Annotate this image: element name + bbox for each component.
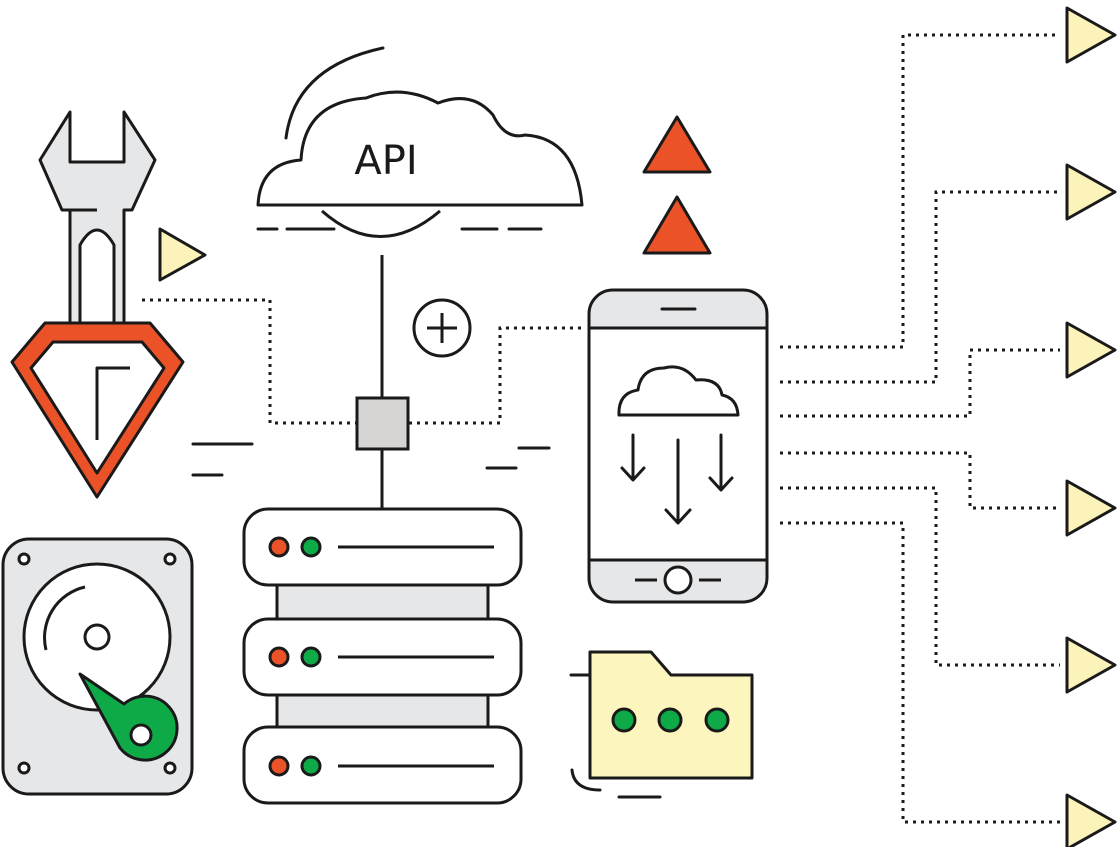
hard-drive-icon <box>1 537 194 796</box>
status-led-red <box>268 646 290 668</box>
arrow-play-icon <box>1065 793 1117 847</box>
link-hub-to-phone <box>409 326 584 425</box>
warning-triangle-icon <box>642 115 712 174</box>
status-led-green <box>300 646 322 668</box>
arrow-play-icon <box>1065 163 1117 221</box>
arrow-play-icon <box>1065 321 1117 379</box>
warning-triangle-icon <box>642 195 712 255</box>
motion-dashes <box>191 227 662 799</box>
link-phone-out-5 <box>780 486 1060 667</box>
status-led-red <box>268 755 290 777</box>
arrow-play-icon <box>158 227 207 282</box>
shield-icon <box>10 321 185 499</box>
link-shield-to-hub <box>142 298 357 425</box>
status-led-red <box>268 536 290 558</box>
link-phone-out-4 <box>780 451 1060 510</box>
link-phone-out-6 <box>780 521 1060 824</box>
link-phone-out-2 <box>780 190 1060 384</box>
folder-icon <box>570 650 754 792</box>
connector-node-icon <box>355 396 410 451</box>
phone-home-button <box>663 565 693 595</box>
output-arrows <box>158 6 1117 847</box>
arrow-play-icon <box>1065 6 1117 64</box>
status-led-green <box>300 755 322 777</box>
wrench-icon <box>38 110 157 332</box>
arrow-play-icon <box>1065 479 1117 537</box>
server-rack-icon <box>242 507 523 805</box>
api-label: API <box>354 138 417 184</box>
warning-triangles <box>642 115 712 255</box>
drive-arm <box>78 672 179 762</box>
dotted-connections <box>142 33 1060 824</box>
link-phone-out-1 <box>780 33 1060 349</box>
status-led-green <box>300 536 322 558</box>
api-cloud-icon: API <box>256 46 584 238</box>
arrow-play-icon <box>1065 636 1117 694</box>
cloud-download-icon <box>617 365 740 525</box>
plus-icon <box>412 298 472 358</box>
